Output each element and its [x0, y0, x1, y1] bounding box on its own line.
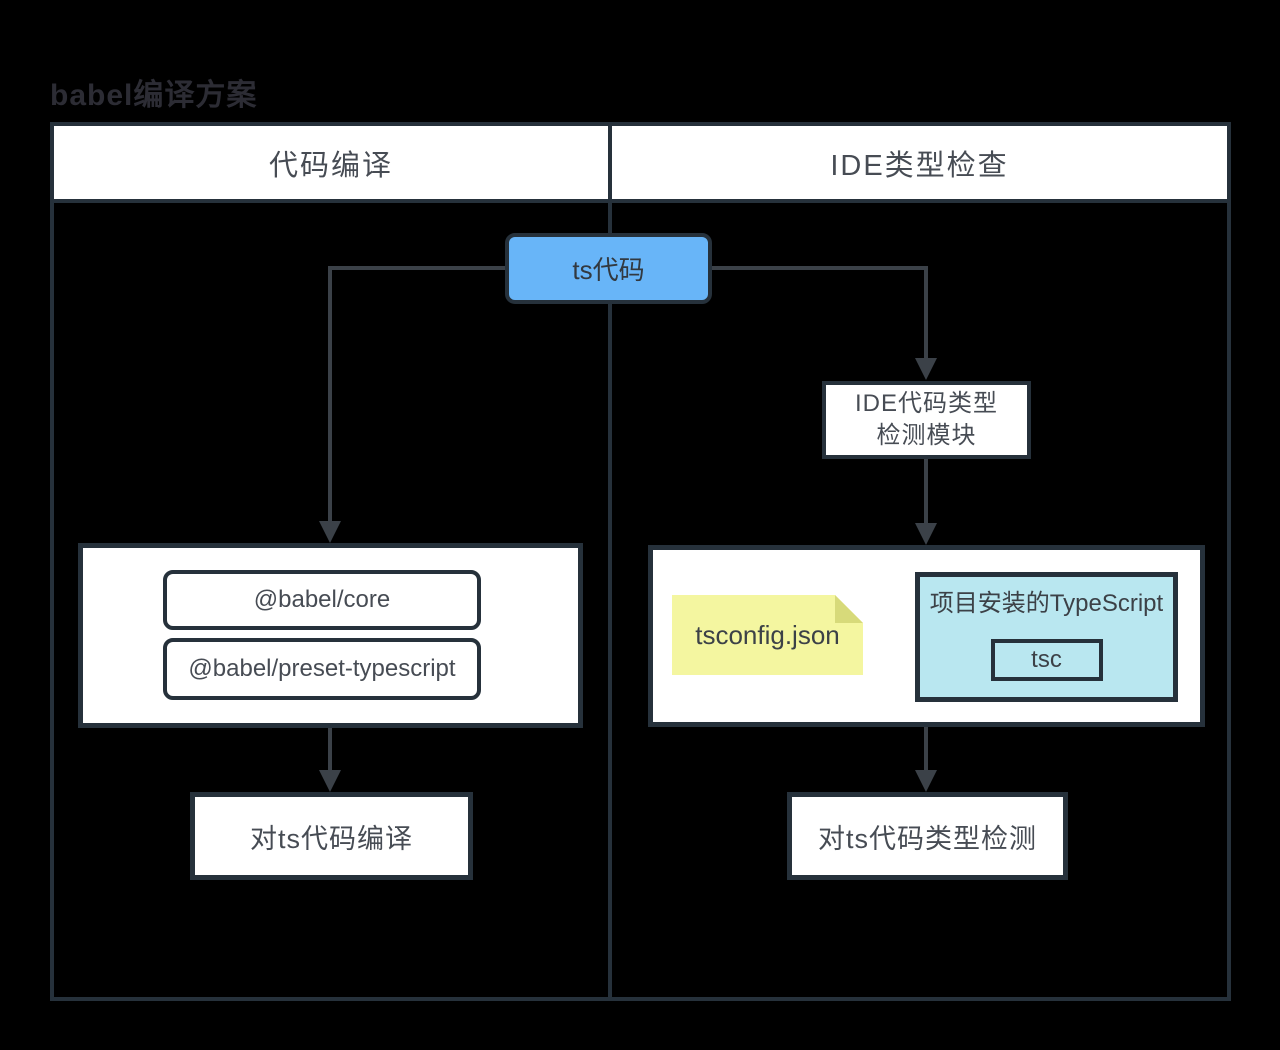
tsc-node: tsc — [990, 639, 1103, 681]
table-header: 代码编译 IDE类型检查 — [54, 126, 1227, 203]
connector-ts-to-ide-horizontal — [710, 266, 928, 270]
arrowhead-into-babel-group — [319, 521, 341, 543]
arrowhead-into-ide-module — [915, 358, 937, 380]
ide-module-line2: 检测模块 — [876, 422, 977, 449]
project-typescript-box: 项目安装的TypeScript tsc — [915, 572, 1178, 702]
connector-ts-to-ide-vertical — [924, 266, 928, 360]
connector-ts-to-babel-vertical — [328, 266, 332, 523]
babel-preset-typescript-node: @babel/preset-typescript — [163, 638, 481, 700]
column-divider — [608, 126, 612, 997]
ts-code-node: ts代码 — [505, 233, 712, 304]
comparison-table: 代码编译 IDE类型检查 — [50, 122, 1231, 1001]
header-cell-code-compile: 代码编译 — [268, 149, 393, 182]
babel-core-node: @babel/core — [163, 570, 481, 630]
ide-module-line1: IDE代码类型 — [854, 390, 998, 417]
arrowhead-into-checkgroup — [915, 523, 937, 545]
arrowhead-into-check-output — [915, 770, 937, 792]
connector-ts-to-babel-horizontal — [330, 266, 507, 270]
connector-babelgroup-to-output — [328, 726, 332, 772]
check-output-node: 对ts代码类型检测 — [787, 792, 1068, 880]
tsconfig-note: tsconfig.json — [672, 595, 863, 675]
project-typescript-label: 项目安装的TypeScript — [929, 590, 1164, 617]
typecheck-group-box: tsconfig.json 项目安装的TypeScript tsc — [648, 545, 1205, 727]
diagram-title: babel编译方案 — [50, 79, 258, 112]
header-cell-ide-typecheck: IDE类型检查 — [830, 149, 1009, 182]
arrowhead-into-compile-output — [319, 770, 341, 792]
babel-group-box: @babel/core @babel/preset-typescript — [78, 543, 583, 728]
note-folded-corner — [835, 595, 863, 623]
ide-typecheck-module-node: IDE代码类型 检测模块 — [822, 381, 1031, 459]
tsconfig-note-label: tsconfig.json — [695, 619, 840, 650]
compile-output-node: 对ts代码编译 — [190, 792, 473, 880]
connector-ide-to-checkgroup — [924, 459, 928, 525]
connector-checkgroup-to-output — [924, 726, 928, 772]
